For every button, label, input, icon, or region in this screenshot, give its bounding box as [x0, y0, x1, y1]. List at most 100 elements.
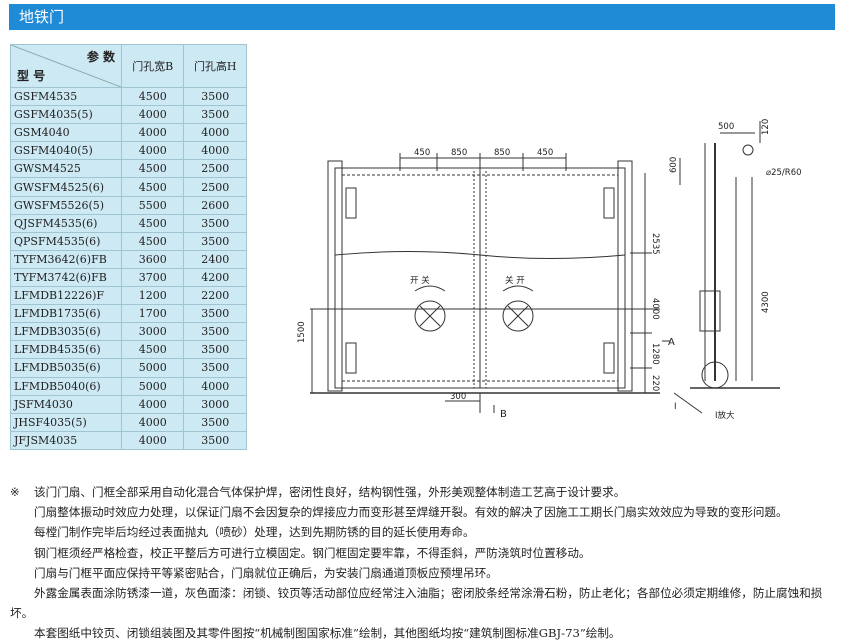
hinge-bottom-left — [345, 342, 357, 374]
note-line-3: 每樘门制作完毕后均经过表面抛丸（喷砂）处理，达到先期防锈的目的延长使用寿命。 — [34, 525, 475, 540]
right-pillar — [617, 160, 633, 392]
table-cell-width: 4500 — [120, 213, 185, 233]
table-cell-width: 4000 — [120, 430, 185, 450]
table-cell-model: GSFM4535 — [10, 86, 122, 107]
table-cell-width: 4500 — [120, 159, 185, 179]
table-cell-width: 5500 — [120, 195, 185, 215]
note-line-4: 钢门框须经严格检查，校正平整后方可进行立模固定。钢门框固定要牢靠，不得歪斜，严防… — [34, 545, 591, 560]
table-cell-width: 4000 — [120, 123, 185, 143]
table-cell-model: LFMDB5035(6) — [10, 358, 122, 378]
table-cell-width: 3000 — [120, 322, 185, 342]
table-cell-height: 3500 — [183, 213, 247, 233]
detail-mark: I — [674, 402, 677, 412]
table-cell-height: 4000 — [183, 376, 247, 396]
note-line-6: 外露金属表面涂防锈漆一道，灰色面漆：闭锁、铰页等活动部位应经常注入油脂；密闭胶条… — [10, 586, 823, 621]
table-cell-width: 4500 — [120, 231, 185, 251]
note-line-1: ※该门门扇、门框全部采用自动化混合气体保护焊，密闭性良好，结构钢性强，外形美观整… — [10, 482, 836, 502]
table-cell-height: 2500 — [183, 159, 247, 179]
table-cell-width: 1700 — [120, 304, 185, 324]
dim-1280: 1280 — [650, 343, 660, 365]
label-open-right: 关 开 — [505, 275, 525, 286]
table-cell-model: LFMDB4535(6) — [10, 340, 122, 360]
door-drawing: 450 850 850 450 2535 4000 1280 220 1500 … — [297, 119, 802, 421]
break-line — [334, 251, 626, 259]
table-header-row: 参 数 型 号 门孔宽B 门孔高H — [10, 44, 247, 88]
label-open-left: 开 关 — [410, 275, 430, 286]
table-cell-height: 3500 — [183, 304, 247, 324]
table-cell-width: 4000 — [120, 394, 185, 414]
table-cell-model: QPSFM4535(6) — [10, 231, 122, 251]
table-cell-height: 3500 — [183, 105, 247, 125]
table-cell-width: 4500 — [120, 340, 185, 360]
page-title: 地铁门 — [9, 4, 835, 30]
hinge-top-right — [603, 187, 615, 219]
table-cell-height: 3000 — [183, 394, 247, 414]
dim-4000: 4000 — [650, 298, 660, 320]
table-cell-model: LFMDB5040(6) — [10, 376, 122, 396]
dim-top-4: 450 — [537, 148, 553, 158]
table-cell-width: 1200 — [120, 286, 185, 306]
dim-2535: 2535 — [650, 233, 660, 255]
lock-wheel-right — [502, 300, 534, 332]
table-cell-height: 3500 — [183, 231, 247, 251]
lock-wheel-left — [414, 300, 446, 332]
side-dim-4300: 4300 — [761, 291, 771, 313]
table-cell-model: GSM4040 — [10, 123, 122, 143]
table-cell-width: 4500 — [120, 177, 185, 197]
table-cell-height: 3500 — [183, 412, 247, 432]
dim-top-2: 850 — [451, 148, 467, 158]
dim-220: 220 — [650, 375, 660, 391]
left-pillar — [327, 160, 343, 392]
table-cell-model: LFMDB3035(6) — [10, 322, 122, 342]
table-cell-model: LFMDB1735(6) — [10, 304, 122, 324]
table-cell-height: 2500 — [183, 177, 247, 197]
section-b: B — [500, 409, 507, 420]
table-cell-height: 2400 — [183, 249, 247, 269]
table-cell-height: 4000 — [183, 123, 247, 143]
side-top-ring — [742, 144, 754, 156]
dim-top-1: 450 — [414, 148, 430, 158]
table-cell-width: 3700 — [120, 267, 185, 288]
table-cell-height: 3500 — [183, 86, 247, 107]
side-view-handle — [699, 290, 721, 332]
table-cell-model: GWSFM4525(6) — [10, 177, 122, 197]
table-cell-model: QJSFM4535(6) — [10, 213, 122, 233]
header-height: 门孔高H — [183, 44, 247, 88]
header-param: 参 数 — [86, 50, 115, 64]
detail-label: I放大 — [715, 410, 735, 421]
header-model: 型 号 — [17, 69, 46, 83]
table-cell-height: 2600 — [183, 195, 247, 215]
table-cell-width: 5000 — [120, 358, 185, 378]
table-cell-model: GSFM4040(5) — [10, 141, 122, 161]
table-cell-width: 4000 — [120, 412, 185, 432]
notes-section: ※该门门扇、门框全部采用自动化混合气体保护焊，密闭性良好，结构钢性强，外形美观整… — [10, 482, 836, 643]
rotation-arrow-left — [414, 285, 446, 292]
table-cell-model: LFMDB12226)F — [10, 286, 122, 306]
table-cell-model: TYFM3742(6)FB — [10, 267, 122, 288]
side-dim-500: 500 — [718, 122, 734, 132]
table-cell-height: 2200 — [183, 286, 247, 306]
side-dim-120: 120 — [761, 119, 771, 135]
note-line-5: 门扇与门框平面应保持平等紧密贴合，门扇就位正确后，为安装门扇通道顶板应预埋吊环。 — [34, 565, 498, 580]
dim-1500: 1500 — [297, 321, 307, 343]
side-dim-600: 600 — [669, 157, 679, 173]
table-cell-model: TYFM3642(6)FB — [10, 249, 122, 269]
table-cell-height: 3500 — [183, 322, 247, 342]
table-cell-model: GWSM4525 — [10, 159, 122, 179]
